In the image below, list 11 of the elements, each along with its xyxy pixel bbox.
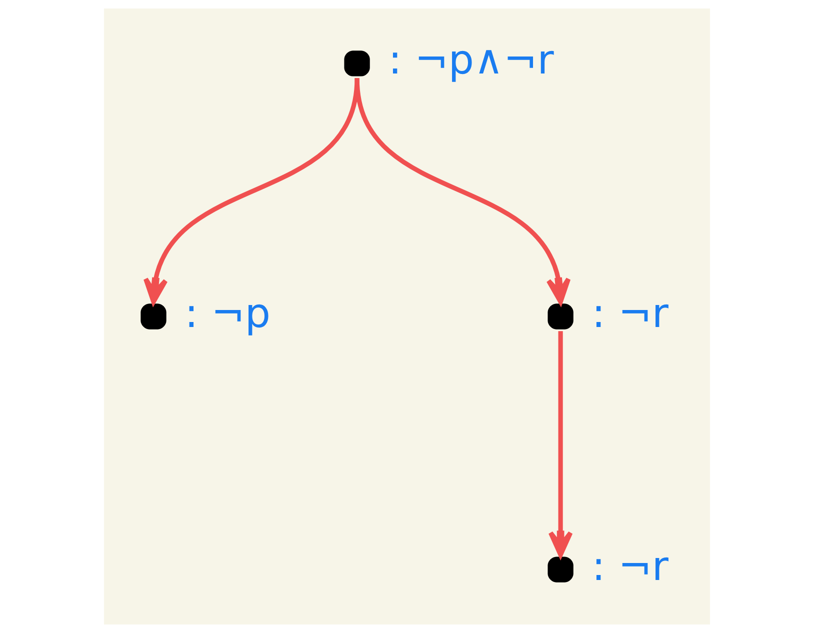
arrow [548, 331, 573, 558]
arrow [143, 78, 360, 304]
node-label: : ¬p∧¬r [388, 36, 554, 84]
node-circle [140, 304, 166, 330]
node-label: : ¬r [592, 290, 669, 337]
node-label: : ¬p [184, 290, 270, 337]
node-circle [548, 556, 574, 582]
node-circle [548, 304, 574, 330]
arrow [354, 78, 571, 304]
node-circle [344, 50, 370, 76]
node-label: : ¬r [592, 542, 669, 590]
